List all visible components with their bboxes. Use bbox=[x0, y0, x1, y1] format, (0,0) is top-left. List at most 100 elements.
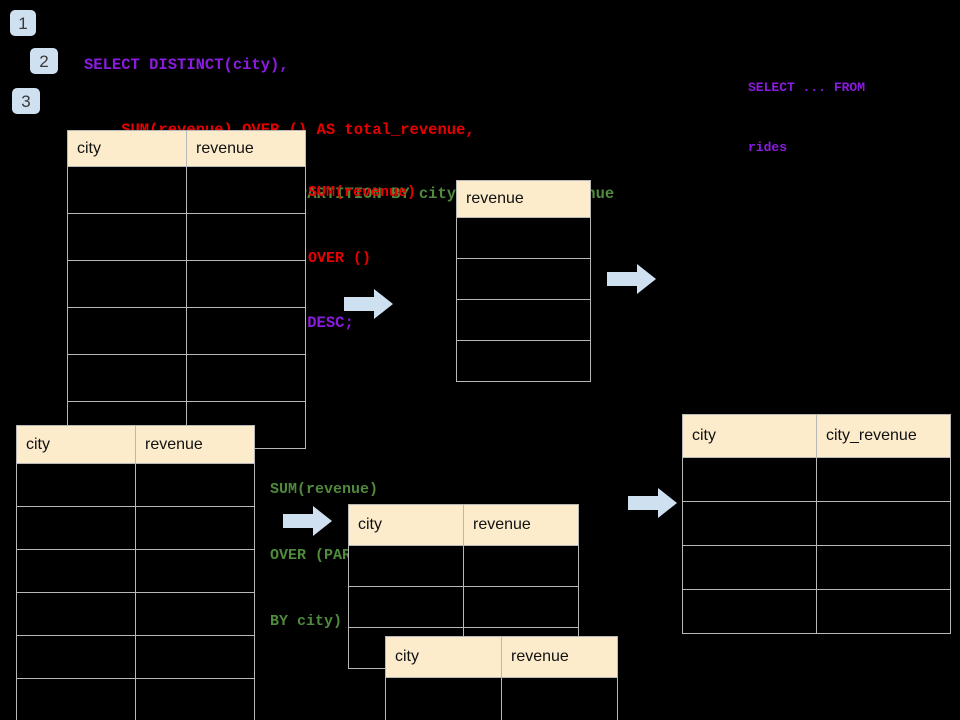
cell-city bbox=[67, 354, 187, 402]
annotation-sum-over-partition-line-1: SUM(revenue) bbox=[270, 481, 379, 498]
table-row bbox=[67, 354, 306, 402]
table-row bbox=[456, 299, 591, 341]
column-header-revenue: revenue bbox=[463, 504, 579, 546]
column-header-city: city bbox=[385, 636, 502, 678]
cell-revenue bbox=[456, 340, 591, 382]
table-header-row: city revenue bbox=[67, 130, 306, 167]
column-header-city: city bbox=[682, 414, 817, 458]
arrow-rides-to-total-revenue bbox=[344, 288, 394, 320]
cell-city bbox=[385, 677, 502, 720]
total-revenue-table: revenue bbox=[456, 180, 591, 382]
annotation-sum-over-partition-line-3: BY city) bbox=[270, 613, 343, 630]
cell-city bbox=[348, 545, 464, 587]
city-revenue-result-table: city city_revenue bbox=[682, 414, 951, 634]
cell-revenue bbox=[135, 506, 255, 550]
table-row bbox=[682, 545, 951, 590]
table-header-row: revenue bbox=[456, 180, 591, 218]
cell-revenue bbox=[186, 213, 306, 261]
cell-revenue bbox=[456, 258, 591, 300]
cell-city bbox=[16, 463, 136, 507]
table-row bbox=[67, 166, 306, 214]
table-row bbox=[67, 307, 306, 355]
table-row bbox=[16, 463, 255, 507]
cell-city-revenue bbox=[816, 457, 951, 502]
cell-city bbox=[682, 457, 817, 502]
cell-revenue bbox=[186, 354, 306, 402]
cell-city bbox=[67, 166, 187, 214]
rides-table-bottom: city revenue bbox=[16, 425, 255, 720]
table-row bbox=[682, 589, 951, 634]
table-row bbox=[16, 549, 255, 593]
table-row bbox=[67, 213, 306, 261]
cell-revenue bbox=[463, 586, 579, 628]
cell-city bbox=[16, 678, 136, 720]
column-header-revenue: revenue bbox=[501, 636, 618, 678]
table-row bbox=[16, 506, 255, 550]
cell-revenue bbox=[456, 299, 591, 341]
cell-city bbox=[682, 501, 817, 546]
arrow-partition-to-result bbox=[628, 487, 678, 519]
step-badge-2: 2 bbox=[30, 48, 58, 74]
step-badge-3: 3 bbox=[12, 88, 40, 114]
cell-city-revenue bbox=[816, 545, 951, 590]
step-badge-1: 1 bbox=[10, 10, 36, 36]
step-badge-2-label: 2 bbox=[39, 51, 49, 71]
cell-city bbox=[67, 260, 187, 308]
table-row bbox=[456, 340, 591, 382]
cell-city bbox=[682, 589, 817, 634]
cell-revenue bbox=[463, 545, 579, 587]
arrow-rides-to-partition bbox=[283, 505, 333, 537]
cell-city bbox=[16, 506, 136, 550]
table-row bbox=[16, 635, 255, 679]
column-header-city: city bbox=[67, 130, 187, 167]
table-header-row: city revenue bbox=[348, 504, 579, 546]
arrow-total-revenue-to-result bbox=[607, 263, 657, 295]
table-row bbox=[16, 678, 255, 720]
table-row bbox=[682, 501, 951, 546]
annotation-select-from-line-1: SELECT ... FROM bbox=[748, 80, 866, 95]
table-row bbox=[682, 457, 951, 502]
cell-city bbox=[682, 545, 817, 590]
cell-revenue bbox=[135, 678, 255, 720]
annotation-sum-over-empty-line-1: SUM(revenue) bbox=[308, 184, 417, 201]
cell-revenue bbox=[135, 635, 255, 679]
table-header-row: city revenue bbox=[16, 425, 255, 464]
step-badge-3-label: 3 bbox=[21, 91, 31, 111]
cell-city bbox=[67, 307, 187, 355]
cell-city-revenue bbox=[816, 501, 951, 546]
table-header-row: city city_revenue bbox=[682, 414, 951, 458]
table-row bbox=[456, 217, 591, 259]
column-header-revenue: revenue bbox=[186, 130, 306, 167]
sql-line-1: SELECT DISTINCT(city), bbox=[84, 56, 289, 74]
column-header-city: city bbox=[16, 425, 136, 464]
column-header-city: city bbox=[348, 504, 464, 546]
cell-revenue bbox=[135, 463, 255, 507]
table-row bbox=[385, 677, 618, 720]
partition-group-table-front: city revenue bbox=[385, 636, 618, 720]
cell-revenue bbox=[456, 217, 591, 259]
table-row bbox=[348, 545, 579, 587]
cell-city bbox=[16, 549, 136, 593]
cell-revenue bbox=[135, 592, 255, 636]
cell-city bbox=[348, 586, 464, 628]
cell-revenue bbox=[501, 677, 618, 720]
table-row bbox=[456, 258, 591, 300]
cell-city bbox=[67, 213, 187, 261]
column-header-city-revenue: city_revenue bbox=[816, 414, 951, 458]
cell-city-revenue bbox=[816, 589, 951, 634]
annotation-select-from: SELECT ... FROM rides bbox=[748, 38, 865, 198]
annotation-select-from-line-2: rides bbox=[748, 140, 788, 155]
table-row bbox=[67, 260, 306, 308]
rides-table-top: city revenue bbox=[67, 130, 306, 449]
table-row bbox=[348, 586, 579, 628]
cell-city bbox=[16, 635, 136, 679]
annotation-sum-over-empty: SUM(revenue) OVER () bbox=[308, 138, 416, 314]
column-header-revenue: revenue bbox=[456, 180, 591, 218]
step-badge-1-label: 1 bbox=[18, 13, 28, 33]
table-row bbox=[16, 592, 255, 636]
annotation-sum-over-partition: SUM(revenue) OVER (PARTITION BY city) bbox=[270, 435, 405, 677]
column-header-revenue: revenue bbox=[135, 425, 255, 464]
annotation-sum-over-empty-line-2: OVER () bbox=[308, 250, 372, 267]
cell-revenue bbox=[135, 549, 255, 593]
